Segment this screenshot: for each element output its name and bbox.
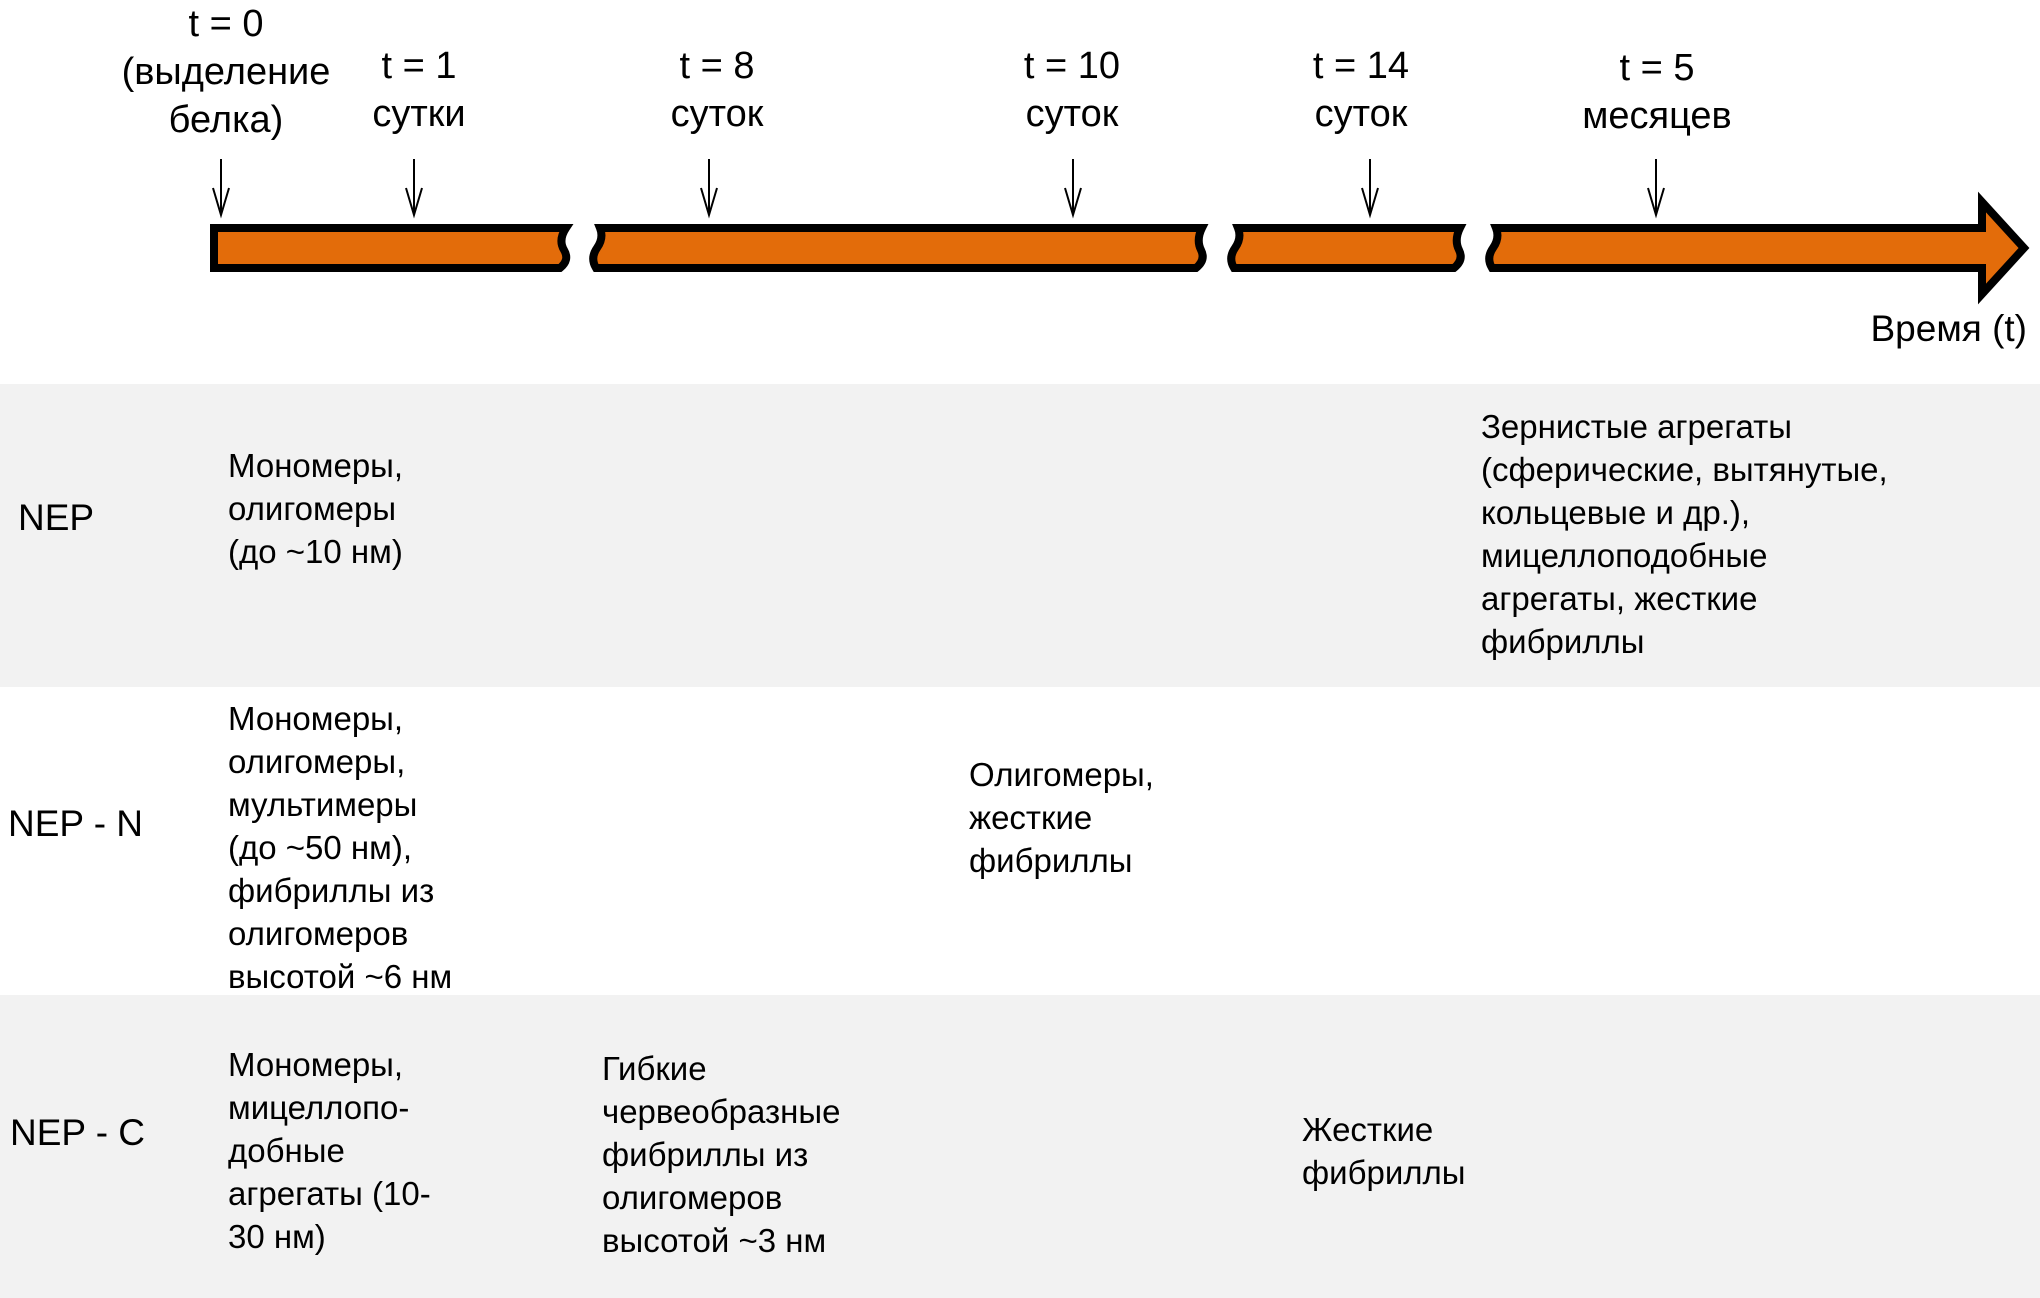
cell-nep-n-t0: Мономеры, олигомеры, мультимеры (до ~50 … bbox=[228, 700, 453, 995]
time-label: t = 5 bbox=[1619, 47, 1695, 89]
cell-nep-5months: Зернистые агрегаты (сферические, вытянут… bbox=[1481, 408, 1888, 660]
cell-nep-c-t0: Мономеры, мицеллопо- добные агрегаты (10… bbox=[228, 1046, 431, 1255]
timeline-segment-2 bbox=[589, 224, 1209, 272]
timeline-arrow-segment bbox=[1485, 191, 2030, 305]
row-label-nep-c: NEP - C bbox=[10, 1112, 146, 1153]
down-arrow-icon bbox=[1647, 159, 1665, 219]
time-sublabel: сутки bbox=[372, 93, 466, 135]
time-label: t = 8 bbox=[679, 45, 755, 87]
row-band-nep-c bbox=[0, 995, 2040, 1298]
time-point-4: t = 14 суток bbox=[1313, 42, 1409, 138]
cell-nep-c-t8: Гибкие червеобразные фибриллы из олигоме… bbox=[602, 1050, 841, 1259]
down-arrow-icon bbox=[700, 159, 718, 219]
cell-nep-n-t10: Олигомеры, жесткие фибриллы bbox=[969, 756, 1154, 879]
down-arrow-icon bbox=[1361, 159, 1379, 219]
cell-nep-c-t14: Жесткие фибриллы bbox=[1302, 1111, 1466, 1191]
time-sublabel: суток bbox=[670, 93, 764, 135]
time-point-5: t = 5 месяцев bbox=[1582, 44, 1732, 140]
timeline-bar bbox=[210, 159, 2030, 305]
timeline-segment-3 bbox=[1227, 224, 1467, 272]
timeline-segment-1 bbox=[210, 224, 574, 272]
time-sublabel: месяцев bbox=[1582, 95, 1732, 137]
time-sublabel: суток bbox=[1314, 93, 1408, 135]
time-label: t = 10 bbox=[1023, 45, 1121, 87]
time-sublabel: (выделение белка) bbox=[121, 51, 331, 141]
row-band-nep bbox=[0, 384, 2040, 687]
down-arrow-icon bbox=[212, 159, 230, 219]
time-label: t = 0 bbox=[188, 3, 264, 45]
down-arrow-icon bbox=[1064, 159, 1082, 219]
time-axis-label: Время (t) bbox=[1870, 308, 2027, 349]
time-label: t = 14 bbox=[1312, 45, 1410, 87]
time-point-3: t = 10 суток bbox=[1024, 42, 1120, 138]
down-arrow-icon bbox=[405, 159, 423, 219]
cell-nep-t0: Мономеры, олигомеры (до ~10 нм) bbox=[228, 447, 404, 570]
time-sublabel: суток bbox=[1025, 93, 1119, 135]
row-label-nep: NEP bbox=[18, 497, 95, 538]
time-point-1: t = 1 сутки bbox=[372, 42, 465, 138]
row-label-nep-n: NEP - N bbox=[8, 803, 144, 844]
time-label: t = 1 bbox=[381, 45, 457, 87]
time-point-0: t = 0 (выделение белка) bbox=[122, 0, 331, 144]
time-point-2: t = 8 суток bbox=[671, 42, 764, 138]
